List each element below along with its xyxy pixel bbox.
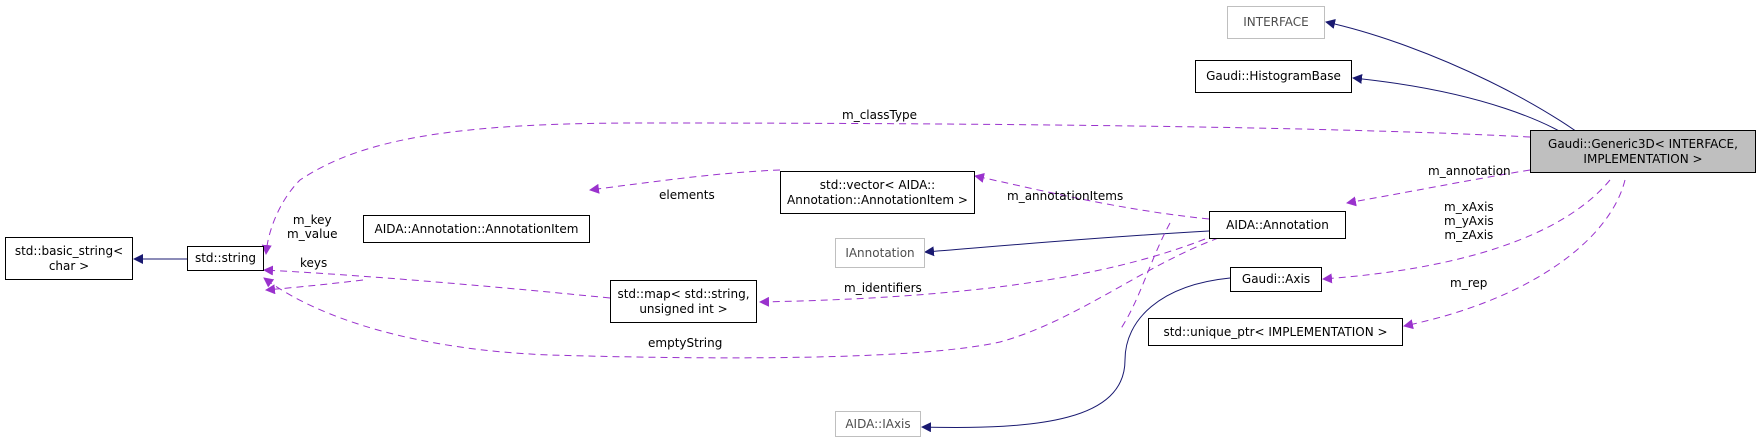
edge-label-m-annotation: m_annotation — [1428, 164, 1511, 178]
node-aida-annotation[interactable]: AIDA::Annotation — [1209, 211, 1346, 239]
edge-label-m-identifiers: m_identifiers — [844, 281, 922, 295]
edge-keys — [263, 265, 611, 299]
node-std-map-line-2: unsigned int > — [639, 301, 728, 316]
node-basic-string-line-2: char > — [48, 258, 90, 273]
node-vector-items-line-1: std::vector< AIDA:: — [819, 177, 936, 192]
edge-annotation-to-iannotation — [924, 230, 1210, 257]
node-aida-annotation-label: AIDA::Annotation — [1226, 217, 1329, 232]
edge-m-identifiers — [759, 238, 1206, 307]
node-interface-label: INTERFACE — [1243, 15, 1309, 29]
edge-emptystring — [263, 233, 1231, 359]
edge-label-m-zaxis: m_zAxis — [1444, 228, 1494, 242]
edge-label-elements: elements — [659, 188, 715, 202]
edge-label-key-value: m_key m_value — [287, 213, 337, 241]
edge-label-m-annotationitems: m_annotationItems — [1007, 189, 1124, 203]
node-generic3d-line-1: Gaudi::Generic3D< INTERFACE, — [1548, 136, 1738, 151]
node-iannotation[interactable]: IAnnotation — [835, 238, 925, 268]
edge-m-annotation — [1346, 169, 1531, 207]
node-histogram-base-label: Gaudi::HistogramBase — [1206, 69, 1341, 83]
edge-m-rep — [1403, 179, 1626, 330]
edge-m-classtype — [261, 122, 1531, 255]
node-interface[interactable]: INTERFACE — [1227, 6, 1325, 39]
edge-label-m-yaxis: m_yAxis — [1444, 214, 1494, 228]
node-annotation-item[interactable]: AIDA::Annotation::AnnotationItem — [363, 215, 590, 243]
edge-label-m-classtype: m_classType — [842, 108, 918, 122]
edge-emptystring-branch — [1119, 222, 1171, 331]
node-generic3d-line-2: IMPLEMENTATION > — [1583, 151, 1703, 166]
node-std-string[interactable]: std::string — [187, 246, 264, 271]
node-vector-items-line-2: Annotation::AnnotationItem > — [787, 192, 968, 207]
edge-elements — [589, 169, 781, 194]
node-std-map[interactable]: std::map< std::string, unsigned int > — [610, 280, 757, 323]
edge-label-emptystring: emptyString — [648, 336, 723, 350]
edge-axis-to-iaxis — [921, 277, 1231, 433]
edge-axes — [1322, 179, 1611, 284]
node-std-string-label: std::string — [194, 251, 257, 265]
edge-label-m-xaxis: m_xAxis — [1444, 200, 1494, 214]
node-iannotation-label: IAnnotation — [845, 245, 915, 260]
edge-key-value — [265, 279, 364, 295]
edge-label-m-value: m_value — [287, 227, 338, 241]
edge-label-axes: m_xAxis m_yAxis m_zAxis — [1444, 200, 1494, 242]
node-histogram-base[interactable]: Gaudi::HistogramBase — [1195, 60, 1352, 93]
node-basic-string[interactable]: std::basic_string< char > — [5, 237, 133, 280]
node-basic-string-line-1: std::basic_string< — [14, 243, 124, 258]
node-gaudi-axis-label: Gaudi::Axis — [1241, 272, 1311, 286]
node-generic3d: Gaudi::Generic3D< INTERFACE, IMPLEMENTAT… — [1530, 130, 1756, 173]
node-gaudi-axis[interactable]: Gaudi::Axis — [1230, 267, 1322, 292]
edge-label-keys: keys — [300, 256, 328, 270]
node-std-map-line-1: std::map< std::string, — [617, 286, 750, 301]
node-annotation-item-label: AIDA::Annotation::AnnotationItem — [374, 221, 579, 236]
node-aida-iaxis[interactable]: AIDA::IAxis — [835, 411, 921, 437]
edge-label-m-rep: m_rep — [1450, 276, 1488, 290]
node-vector-items[interactable]: std::vector< AIDA:: Annotation::Annotati… — [780, 171, 975, 214]
node-unique-ptr-label: std::unique_ptr< IMPLEMENTATION > — [1163, 324, 1388, 339]
edge-label-m-key: m_key — [292, 213, 332, 227]
node-aida-iaxis-label: AIDA::IAxis — [845, 416, 911, 431]
node-unique-ptr[interactable]: std::unique_ptr< IMPLEMENTATION > — [1148, 318, 1403, 346]
